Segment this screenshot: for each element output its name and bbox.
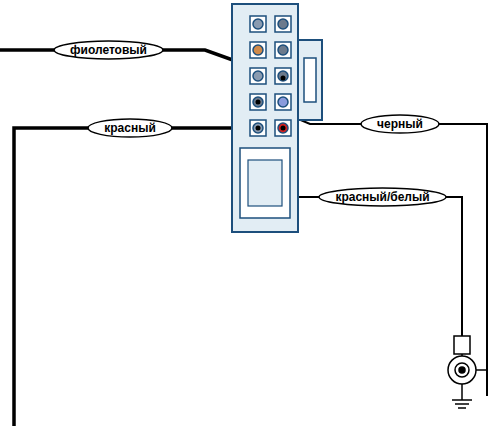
rca-jack-symbol <box>448 336 487 408</box>
wire-color-text: красный/белый <box>318 190 447 204</box>
wire-color-text: черный <box>360 117 440 131</box>
connector-pins <box>250 16 291 136</box>
wire-label: фиолетовый <box>53 40 164 60</box>
wire-ends <box>256 76 286 131</box>
wire-label: красный/белый <box>318 187 447 207</box>
wire-color-text: фиолетовый <box>53 43 164 57</box>
wire-label: красный <box>87 118 173 138</box>
red-white-wire <box>283 128 462 336</box>
connector-body <box>232 4 322 232</box>
wire-color-text: красный <box>87 121 173 135</box>
wire-label: черный <box>360 114 440 134</box>
red-wire <box>14 128 258 426</box>
